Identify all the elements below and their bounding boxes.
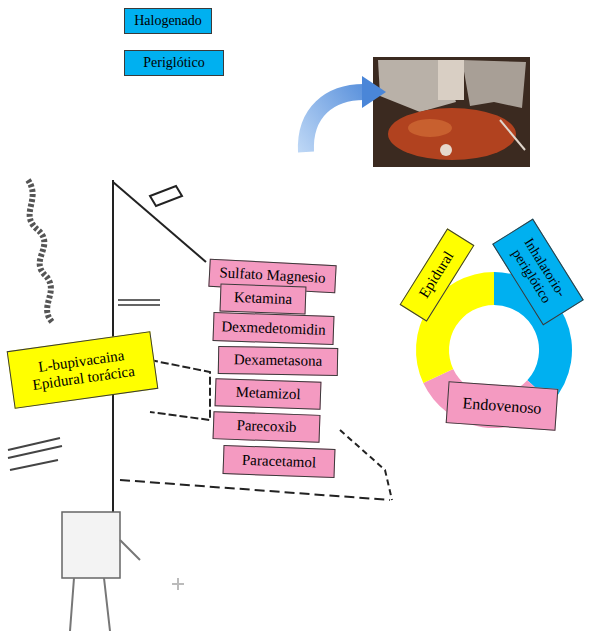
- instrument: [440, 144, 452, 156]
- box-text: Inhalatorio-periglótico: [503, 229, 574, 316]
- label-box: Dexmedetomidin: [212, 311, 334, 344]
- label-box: Dexametasona: [218, 346, 338, 376]
- surgery-photo: [373, 57, 530, 167]
- box-text: Parecoxib: [236, 417, 297, 436]
- label-box: Paracetamol: [223, 445, 336, 478]
- label-box: L-bupivacaina Epidural torácica: [6, 331, 158, 409]
- box-text: Paracetamol: [242, 451, 317, 471]
- box-text: Dexametasona: [234, 352, 323, 371]
- label-box: Periglótico: [124, 50, 224, 76]
- organ: [388, 108, 516, 160]
- machine-part: [150, 186, 182, 206]
- box-text: Dexmedetomidin: [221, 318, 326, 339]
- box-text: Periglótico: [143, 55, 204, 71]
- machine-arm: [113, 182, 206, 262]
- syringe: [8, 438, 62, 470]
- box-text: Epidural: [416, 249, 458, 302]
- label-box: Endovenoso: [446, 381, 559, 431]
- arrow-head: [362, 76, 386, 108]
- organ-highlight: [408, 119, 452, 137]
- retractor: [462, 60, 526, 108]
- cross-mark: [172, 578, 184, 590]
- label-box: Ketamina: [220, 284, 307, 315]
- breathing-tube: [28, 180, 52, 322]
- monitor-device: [62, 512, 120, 578]
- label-box: Epidural: [400, 228, 475, 321]
- machine-tray: [120, 480, 390, 500]
- cable: [70, 540, 140, 631]
- box-text: L-bupivacaina Epidural torácica: [19, 344, 145, 395]
- label-box: Halogenado: [124, 8, 212, 34]
- gauze: [438, 60, 464, 100]
- machine-line: [340, 430, 392, 500]
- box-text: Endovenoso: [462, 394, 542, 418]
- suture: [500, 120, 525, 150]
- label-box: Metamizol: [215, 378, 322, 410]
- curved-arrow: [306, 92, 364, 152]
- machine-line: [118, 300, 160, 305]
- label-box: Parecoxib: [212, 411, 320, 443]
- box-text: Halogenado: [134, 13, 202, 29]
- label-box: Inhalatorio-periglótico: [492, 219, 584, 326]
- box-text: Metamizol: [235, 384, 301, 404]
- machine-body: [150, 360, 210, 420]
- box-text: Ketamina: [234, 289, 293, 308]
